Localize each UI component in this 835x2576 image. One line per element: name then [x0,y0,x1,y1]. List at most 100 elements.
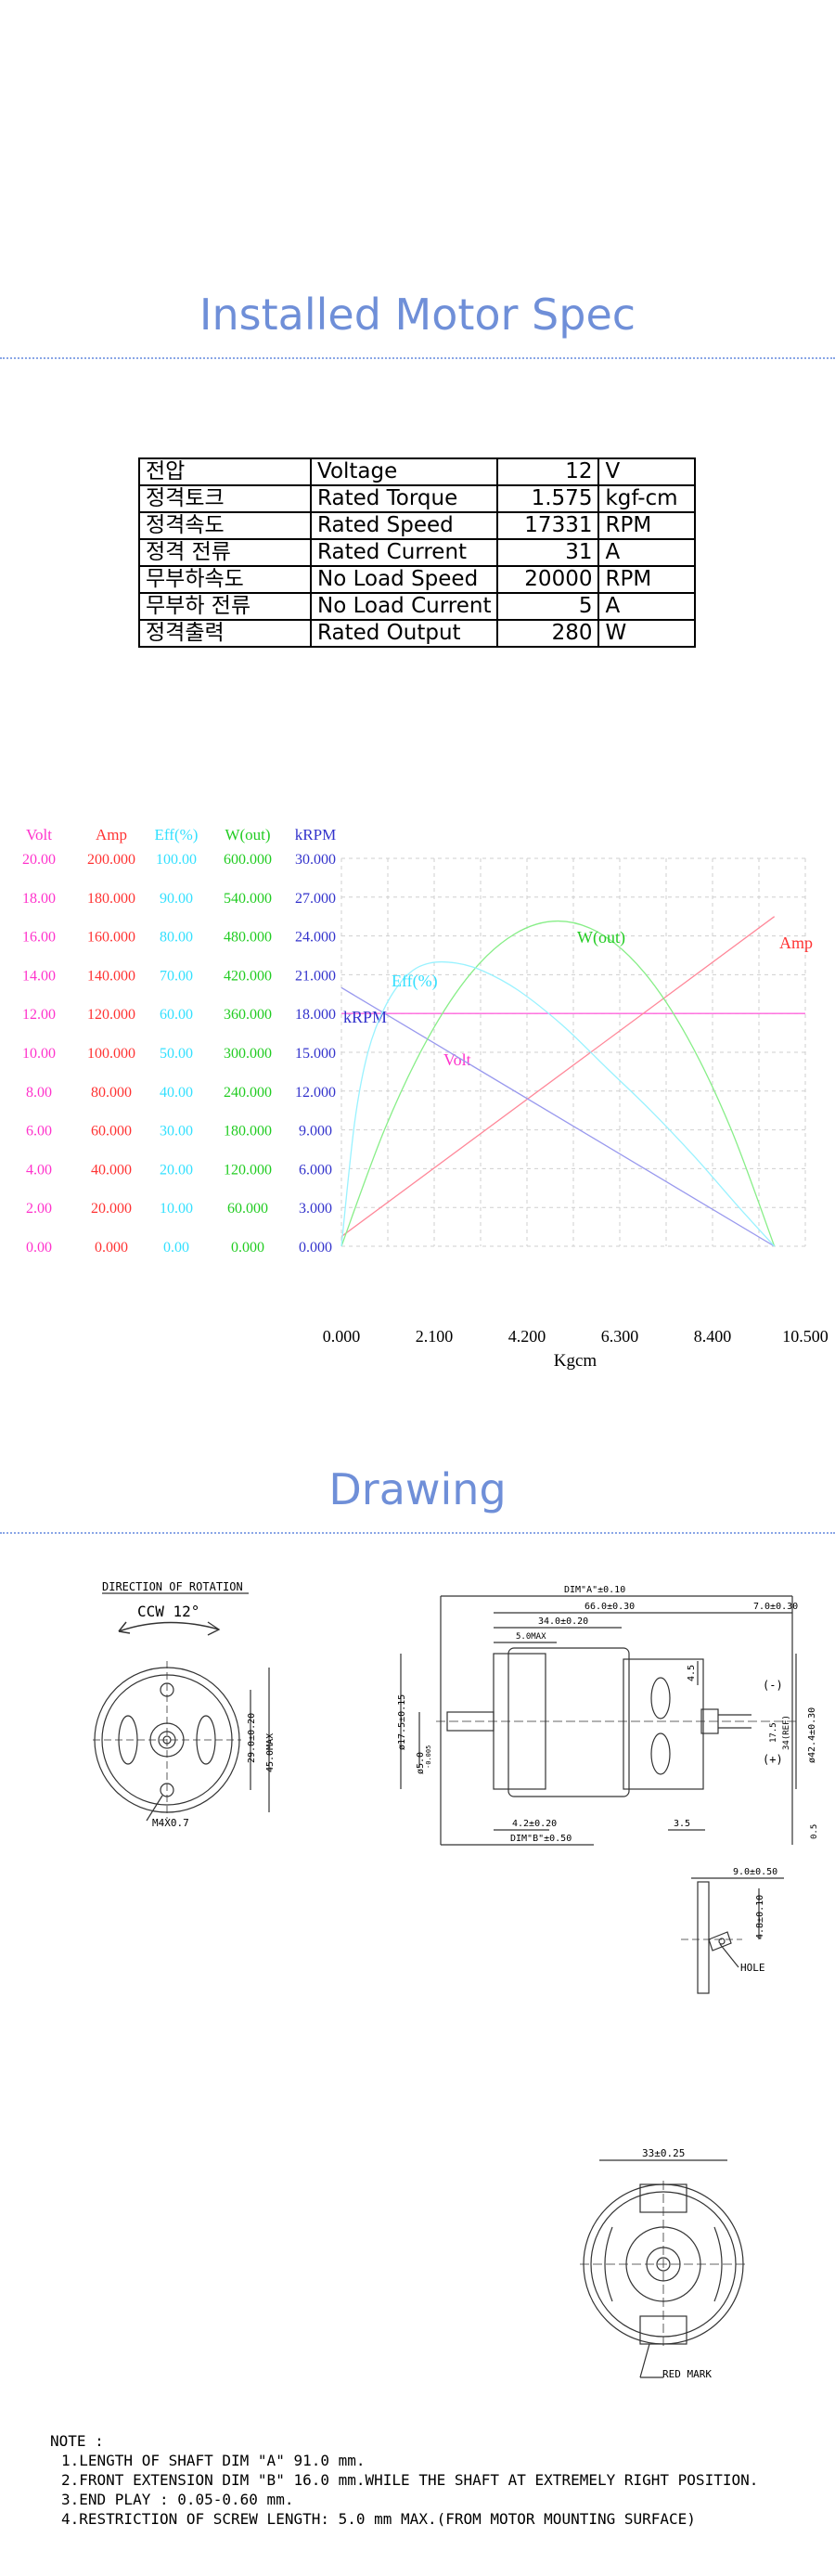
spec-value: 12 [496,457,600,486]
spec-label-en: Rated Current [309,538,499,567]
terminal-negative: (-) [763,1679,783,1692]
series-line [340,916,776,1238]
x-tick-label: 0.000 [323,1327,361,1346]
spec-label-kr: 정격출력 [138,619,312,648]
spec-value: 17331 [496,511,600,540]
y-tick-label: 2.00 [26,1201,52,1217]
y-tick-label: 360.000 [224,1007,272,1023]
spec-label-en: No Load Current [309,592,499,621]
x-tick-label: 4.200 [508,1327,546,1346]
front-dim-45: 45.0MAX [265,1733,276,1772]
spec-title-divider [0,357,835,359]
spec-label-kr: 전압 [138,457,312,486]
series-label: Amp [779,934,813,952]
y-tick-label: 18.00 [22,891,56,907]
y-tick-label: 3.000 [299,1201,332,1217]
dim-7: 7.0±0.30 [753,1602,798,1612]
hole-label: HOLE [740,1962,765,1974]
spec-value: 20000 [496,565,600,594]
spec-section-title: Installed Motor Spec [199,290,636,340]
y-tick-label: 40.000 [91,1162,132,1178]
y-tick-label: 90.00 [160,891,193,907]
spec-unit: RPM [597,511,697,540]
y-tick-label: 120.000 [87,1007,135,1023]
spec-value: 1.575 [496,484,600,513]
y-tick-label: 80.000 [91,1085,132,1101]
dim-b: DIM"B"±0.50 [510,1834,572,1844]
y-tick-label: 160.000 [87,930,135,946]
series-label: Volt [443,1050,471,1069]
y-tick-label: 70.00 [160,968,193,984]
y-tick-label: 4.00 [26,1162,52,1178]
motor-drawing: DIRECTION OF ROTATION CCW 12° 29.0±0.20 … [93,1580,819,2380]
series-line [340,960,776,1247]
drawing-title-divider [0,1532,835,1534]
y-tick-label: 0.000 [299,1240,332,1256]
dim-3-5: 3.5 [674,1819,690,1829]
dim-34: 34.0±0.20 [538,1616,588,1627]
spec-label-en: Rated Speed [309,511,499,540]
y-tick-label: 180.000 [224,1124,272,1140]
y-tick-label: 140.000 [87,968,135,984]
y-tick-label: 60.000 [227,1201,268,1217]
terminal-positive: (+) [763,1753,783,1766]
spec-value: 5 [496,592,600,621]
y-tick-label: 80.00 [160,930,193,946]
axis-header: W(out) [225,826,270,844]
y-tick-label: 6.000 [299,1162,332,1178]
y-tick-label: 540.000 [224,891,272,907]
x-tick-label: 8.400 [694,1327,732,1346]
terminal-dim-9: 9.0±0.50 [733,1867,777,1877]
y-tick-label: 0.00 [163,1240,189,1256]
y-tick-label: 200.000 [87,852,135,868]
note-line-4: 4.RESTRICTION OF SCREW LENGTH: 5.0 mm MA… [61,2510,696,2528]
y-tick-label: 50.00 [160,1046,193,1062]
y-tick-label: 20.00 [160,1162,193,1178]
y-tick-label: 180.000 [87,891,135,907]
spec-value: 280 [496,619,600,648]
y-tick-label: 21.000 [295,968,336,984]
y-tick-label: 10.00 [22,1046,56,1062]
front-view: DIRECTION OF ROTATION CCW 12° 29.0±0.20 … [93,1580,276,1829]
y-tick-label: 240.000 [224,1085,272,1101]
spec-unit: A [597,592,697,621]
y-tick-label: 20.00 [22,852,56,868]
y-tick-label: 8.00 [26,1085,52,1101]
rear-dim-33: 33±0.25 [642,2147,685,2159]
y-tick-label: 27.000 [295,891,336,907]
y-tick-label: 18.000 [295,1007,336,1023]
drawing-section-title: Drawing [328,1464,507,1514]
y-tick-label: 12.00 [22,1007,56,1023]
series-label: W(out) [577,928,625,947]
y-tick-label: 60.00 [160,1007,193,1023]
front-dim-29: 29.0±0.20 [247,1713,257,1763]
axis-header: kRPM [295,826,336,844]
y-tick-label: 24.000 [295,930,336,946]
spec-label-kr: 정격 전류 [138,538,312,567]
spec-unit: RPM [597,565,697,594]
x-axis-label: Kgcm [554,1351,597,1371]
dim-17-5: 17.5 [769,1722,778,1743]
dim-0-5: 0.5 [810,1824,819,1839]
y-tick-label: 30.000 [295,852,336,868]
y-tick-label: 60.000 [91,1124,132,1140]
y-tick-label: 40.00 [160,1085,193,1101]
spec-label-kr: 무부하 전류 [138,592,312,621]
y-tick-label: 480.000 [224,930,272,946]
drawing-notes: NOTE : 1.LENGTH OF SHAFT DIM "A" 91.0 mm… [50,2431,758,2529]
series-label: kRPM [343,1008,387,1026]
dim-34-ref: 34(REF) [782,1715,791,1750]
spec-unit: V [597,457,697,486]
axis-header: Eff(%) [155,826,199,844]
y-tick-label: 30.00 [160,1124,193,1140]
y-tick-label: 100.000 [87,1046,135,1062]
series-label: Eff(%) [392,972,438,991]
dia-17-5: ø17.5±0.15 [397,1694,407,1750]
y-tick-label: 0.000 [95,1240,128,1256]
side-view: DIM"A"±0.10 66.0±0.30 7.0±0.30 34.0±0.20… [397,1585,819,1846]
dim-5max: 5.0MAX [516,1632,546,1642]
